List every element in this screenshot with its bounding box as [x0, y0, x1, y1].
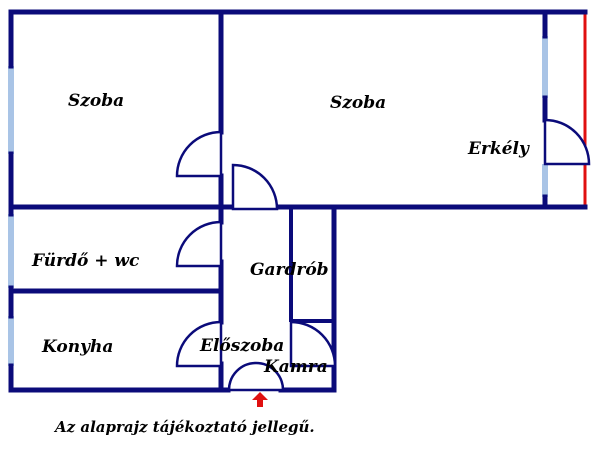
- room-label-erkely: Erkély: [467, 139, 530, 159]
- door-szoba-left: [175, 130, 223, 178]
- room-label-konyha: Konyha: [41, 337, 113, 357]
- room-label-kamra: Kamra: [263, 357, 328, 377]
- door-szoba-right: [231, 163, 279, 211]
- door-entrance: [227, 361, 285, 392]
- plan-caption: Az alaprajz tájékoztató jellegű.: [53, 418, 315, 436]
- room-label-gardrob: Gardrób: [250, 260, 329, 280]
- room-label-eloszoba: Előszoba: [199, 336, 284, 356]
- door-furdo: [175, 220, 223, 268]
- door-konyha: [175, 320, 223, 368]
- room-label-szoba-right: Szoba: [330, 93, 386, 113]
- entrance-arrow-icon: [252, 392, 268, 407]
- door-kamra: [289, 320, 337, 368]
- room-label-furdo: Fürdő + wc: [31, 251, 140, 271]
- room-label-szoba-left: Szoba: [68, 91, 124, 111]
- door-erkely: [543, 118, 591, 166]
